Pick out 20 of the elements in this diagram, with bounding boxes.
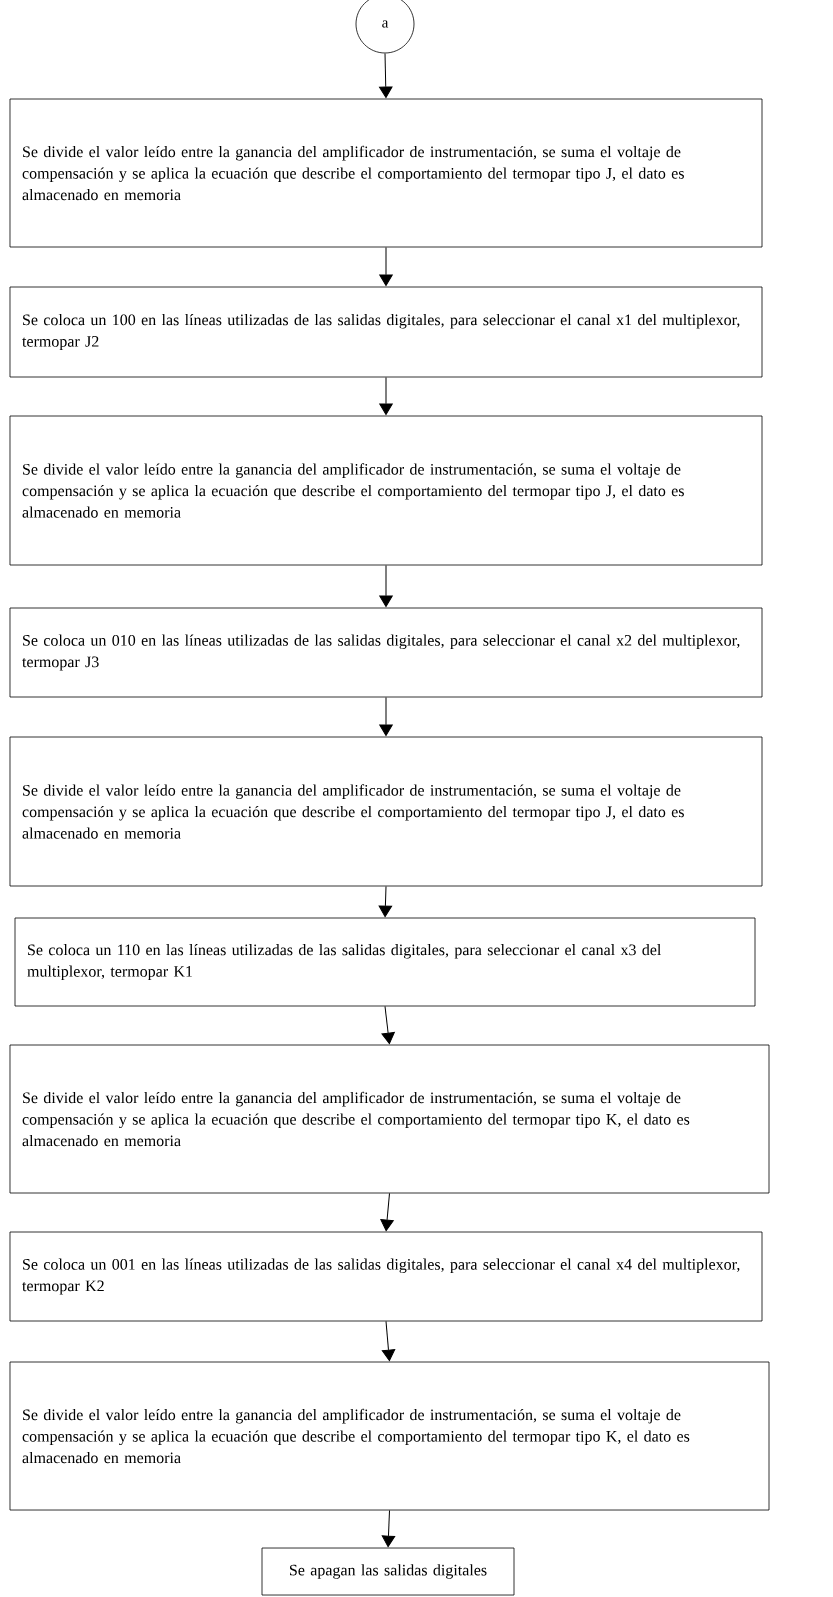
- process-box: Se divide el valor leído entre la ganancia del amplificador de instrumentación, se suma el voltaje de compensación y se aplica la ecuación que describe el comportamiento del termopar tipo J, el dato es almacenado en memoria: [9, 736, 763, 887]
- process-box: Se divide el valor leído entre la ganancia del amplificador de instrumentación, se suma el voltaje de compensación y se aplica la ecuación que describe el comportamiento del termopar tipo K, el dato es almacenado en memoria: [9, 1361, 770, 1511]
- arrow: [378, 885, 393, 918]
- arrow: [381, 1005, 395, 1045]
- process-box: Se divide el valor leído entre la ganancia del amplificador de instrumentación, se suma el voltaje de compensación y se aplica la ecuación que describe el comportamiento del termopar tipo J, el dato es almacenado en memoria: [9, 98, 763, 248]
- process-box: Se coloca un 100 en las líneas utilizadas de las salidas digitales, para seleccionar el canal x1 del multiplexor, termopar J2: [9, 286, 763, 378]
- process-box: Se divide el valor leído entre la ganancia del amplificador de instrumentación, se suma el voltaje de compensación y se aplica la ecuación que describe el comportamiento del termopar tipo J, el dato es almacenado en memoria: [9, 415, 763, 566]
- process-box: Se coloca un 001 en las líneas utilizadas de las salidas digitales, para seleccionar el canal x4 del multiplexor, termopar K2: [9, 1231, 763, 1322]
- process-box: Se coloca un 110 en las líneas utilizadas de las salidas digitales, para seleccionar el canal x3 del multiplexor, termopar K1: [14, 917, 756, 1007]
- arrow: [381, 1509, 396, 1548]
- arrow: [379, 246, 393, 287]
- arrow: [380, 1192, 394, 1232]
- arrow: [379, 564, 393, 608]
- process-box: Se coloca un 010 en las líneas utilizadas de las salidas digitales, para seleccionar el canal x2 del multiplexor, termopar J3: [9, 607, 763, 698]
- process-box: Se apagan las salidas digitales: [261, 1547, 515, 1596]
- arrow: [381, 1320, 396, 1362]
- arrow: [379, 696, 393, 737]
- process-box: Se divide el valor leído entre la ganancia del amplificador de instrumentación, se suma el voltaje de compensación y se aplica la ecuación que describe el comportamiento del termopar tipo K, el dato es almacenado en memoria: [9, 1044, 770, 1194]
- arrow: [379, 376, 393, 416]
- arrow: [379, 52, 393, 99]
